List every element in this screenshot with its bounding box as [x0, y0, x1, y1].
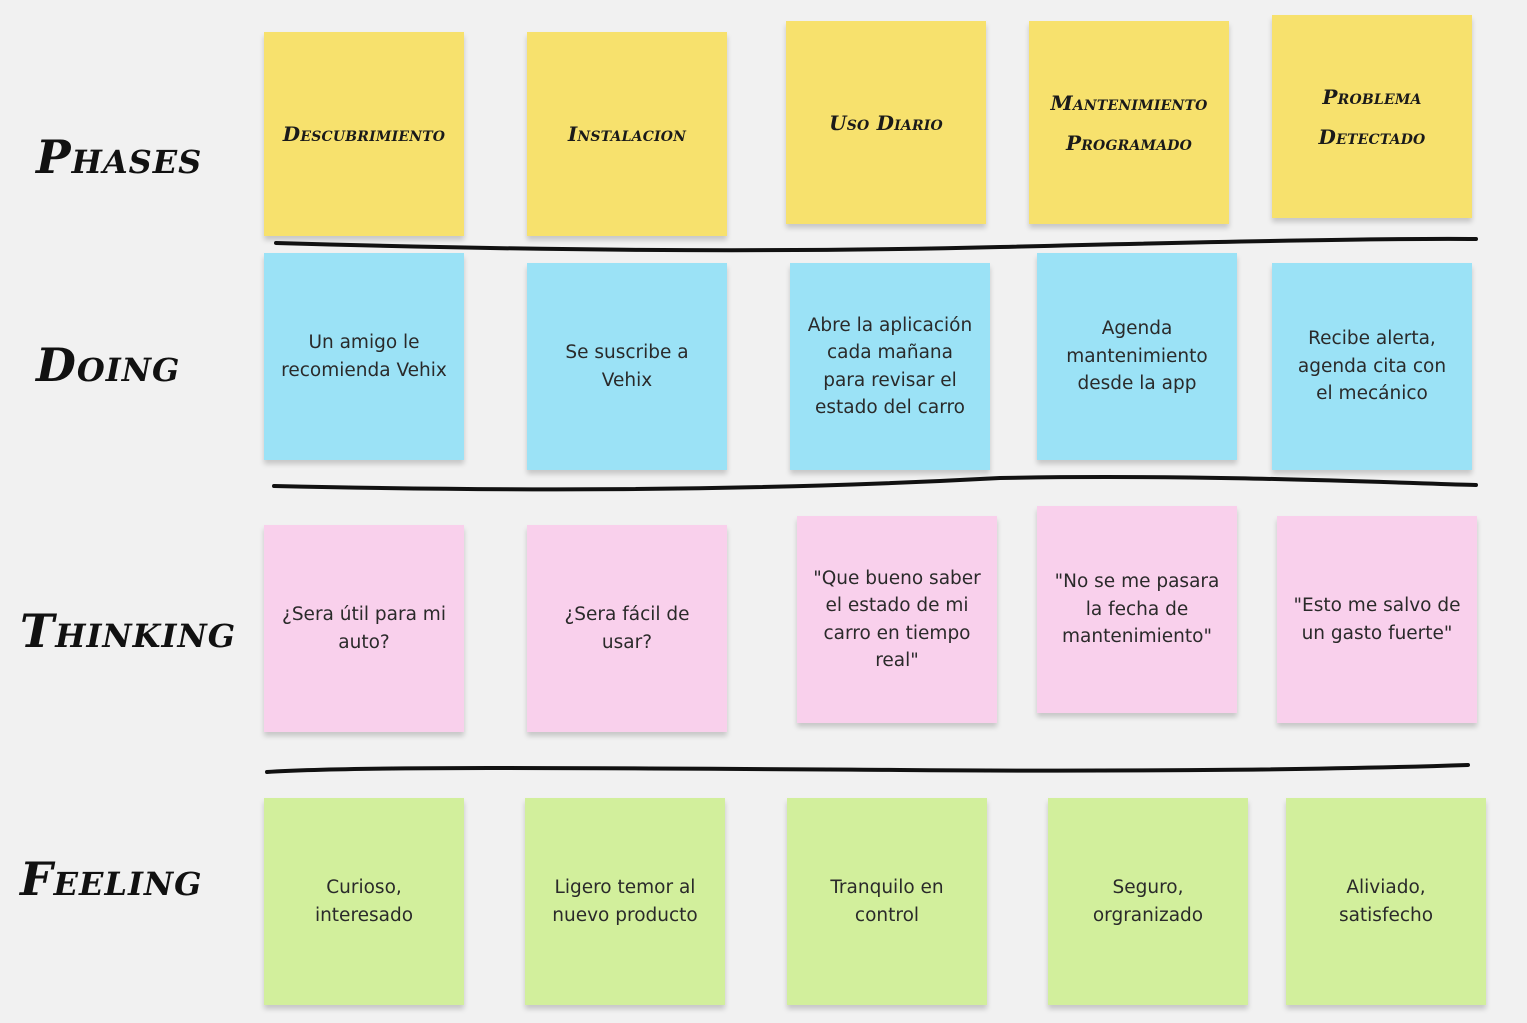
- row-label-thinking: Thinking: [20, 604, 237, 658]
- doing-note-4[interactable]: Agenda mantenimiento desde la app: [1037, 253, 1237, 460]
- divider-line-2[interactable]: [272, 474, 1478, 492]
- phase-note-instalacion[interactable]: Instalacion: [527, 32, 727, 236]
- doing-note-2[interactable]: Se suscribe a Vehix: [527, 263, 727, 470]
- thinking-note-5[interactable]: "Esto me salvo de un gasto fuerte": [1277, 516, 1477, 723]
- row-label-phases: Phases: [36, 130, 203, 184]
- feeling-note-1[interactable]: Curioso, interesado: [264, 798, 464, 1005]
- thinking-note-3[interactable]: "Que bueno saber el estado de mi carro e…: [797, 516, 997, 723]
- feeling-note-5[interactable]: Aliviado, satisfecho: [1286, 798, 1486, 1005]
- feeling-note-3[interactable]: Tranquilo en control: [787, 798, 987, 1005]
- feeling-note-4[interactable]: Seguro, orgranizado: [1048, 798, 1248, 1005]
- row-label-doing: Doing: [36, 338, 181, 392]
- divider-line-3[interactable]: [265, 763, 1470, 774]
- phase-note-mantenimiento-programado[interactable]: Mantenimiento Programado: [1029, 21, 1229, 224]
- thinking-note-2[interactable]: ¿Sera fácil de usar?: [527, 525, 727, 732]
- doing-note-3[interactable]: Abre la aplicación cada mañana para revi…: [790, 263, 990, 470]
- thinking-note-1[interactable]: ¿Sera útil para mi auto?: [264, 525, 464, 732]
- phase-note-descubrimiento[interactable]: Descubrimiento: [264, 32, 464, 236]
- divider-line-1[interactable]: [274, 236, 1478, 253]
- phase-note-problema-detectado[interactable]: Problema Detectado: [1272, 15, 1472, 218]
- doing-note-5[interactable]: Recibe alerta, agenda cita con el mecáni…: [1272, 263, 1472, 470]
- feeling-note-2[interactable]: Ligero temor al nuevo producto: [525, 798, 725, 1005]
- row-label-feeling: Feeling: [20, 852, 203, 906]
- doing-note-1[interactable]: Un amigo le recomienda Vehix: [264, 253, 464, 460]
- thinking-note-4[interactable]: "No se me pasara la fecha de mantenimien…: [1037, 506, 1237, 713]
- phase-note-uso-diario[interactable]: Uso Diario: [786, 21, 986, 224]
